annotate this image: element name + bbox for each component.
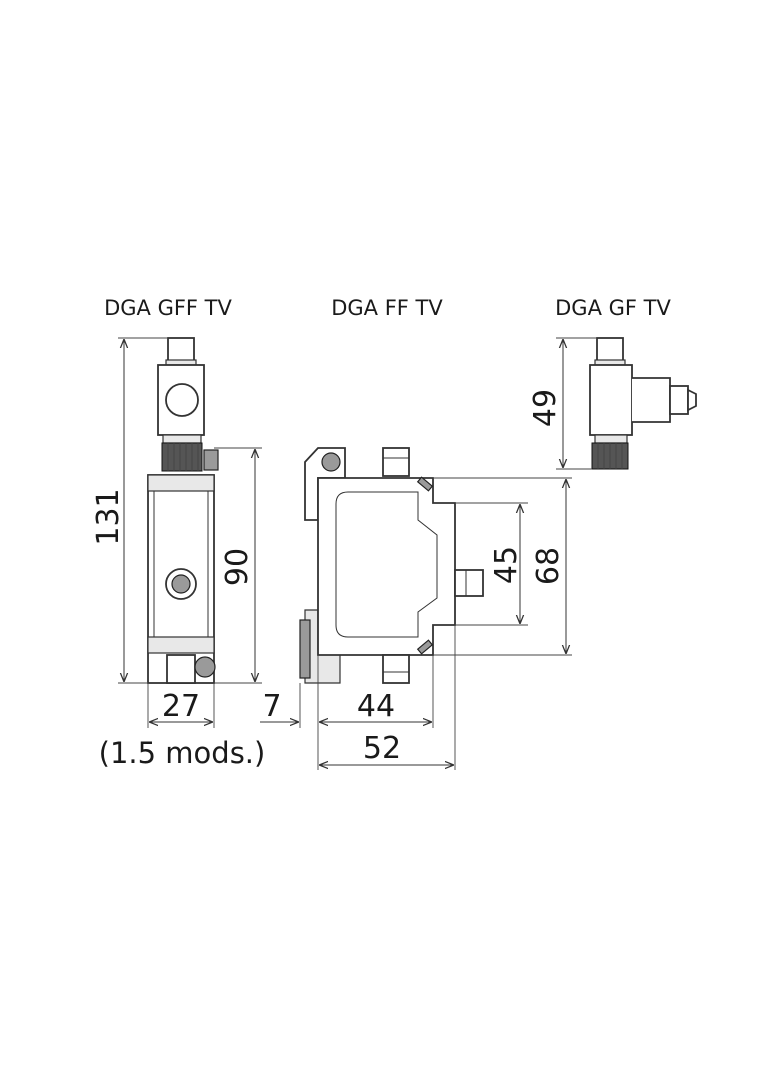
dim-49: 49 <box>528 389 563 427</box>
view-title-gf: DGA GF TV <box>555 296 671 320</box>
gf-view <box>589 337 697 470</box>
view-title-gff: DGA GFF TV <box>104 296 232 320</box>
gff-front-view <box>147 337 219 684</box>
view-title-ff: DGA FF TV <box>331 296 443 320</box>
dim-45: 45 <box>489 546 524 584</box>
dim-44: 44 <box>357 689 395 724</box>
ff-dimensions: 7 44 52 45 68 <box>260 477 572 770</box>
dim-131: 131 <box>91 488 126 545</box>
dim-90: 90 <box>220 548 255 586</box>
gf-dimensions: 49 <box>528 337 597 470</box>
dim-7: 7 <box>262 689 281 724</box>
dim-27: 27 <box>162 689 200 724</box>
dim-52: 52 <box>363 731 401 766</box>
modules-note: (1.5 mods.) <box>99 736 266 770</box>
ff-side-view <box>299 447 484 684</box>
gff-dimensions: 131 90 27 (1.5 mods.) <box>91 337 266 770</box>
dim-68: 68 <box>531 547 566 585</box>
